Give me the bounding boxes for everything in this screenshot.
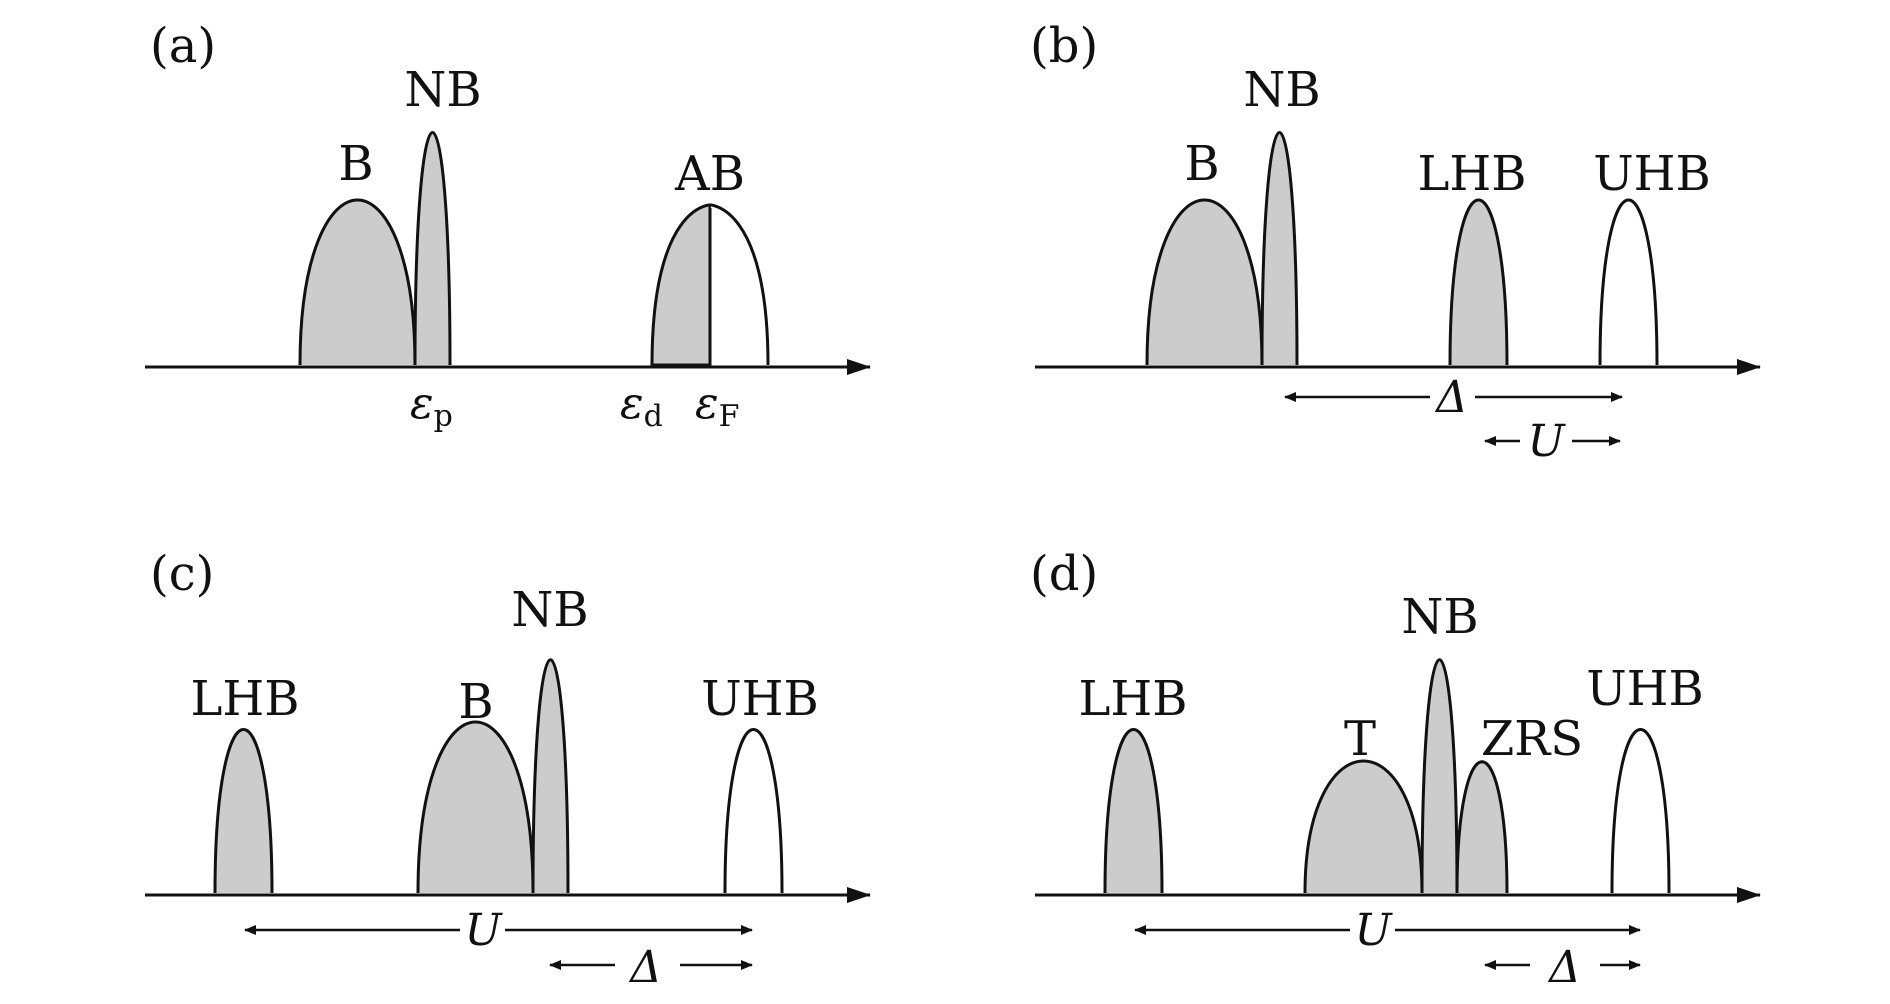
label-zrs: ZRS: [1481, 711, 1583, 767]
epsilon-p-label: εp: [410, 378, 453, 434]
panel-c: (c) LHB B NB UHB U Δ: [145, 546, 871, 993]
band-lhb: [213, 728, 274, 894]
panel-d-tag: (d): [1030, 546, 1098, 602]
label-uhb: UHB: [1593, 146, 1711, 202]
panel-a: (a) B NB AB εp εd εF: [145, 18, 871, 434]
label-t: T: [1344, 711, 1376, 767]
band-b: [1145, 198, 1264, 366]
u-label: U: [1354, 905, 1393, 956]
label-b: B: [338, 136, 373, 192]
band-ab-empty: [709, 203, 770, 366]
label-nb: NB: [1401, 589, 1478, 645]
panel-d: (d) LHB T NB ZRS UHB U Δ: [1030, 546, 1761, 993]
band-nb: [1420, 658, 1459, 894]
delta-label: Δ: [628, 942, 662, 993]
label-ab: AB: [674, 146, 745, 202]
panel-a-tag: (a): [150, 18, 216, 74]
label-lhb: LHB: [190, 671, 299, 727]
panel-c-tag: (c): [150, 546, 214, 602]
band-uhb: [723, 728, 784, 894]
label-b: B: [1184, 136, 1219, 192]
u-label: U: [464, 905, 503, 956]
delta-label: Δ: [1434, 372, 1468, 423]
band-nb: [413, 131, 452, 366]
band-lhb: [1103, 728, 1164, 894]
band-uhb: [1610, 728, 1671, 894]
label-lhb: LHB: [1078, 671, 1187, 727]
label-nb: NB: [1243, 62, 1320, 118]
band-b: [416, 720, 535, 894]
label-b: B: [458, 674, 493, 730]
band-t: [1303, 759, 1424, 894]
band-nb: [531, 658, 570, 894]
band-ab-filled: [650, 203, 712, 367]
label-uhb: UHB: [701, 671, 819, 727]
label-nb: NB: [404, 62, 481, 118]
panel-b: (b) B NB LHB UHB Δ U: [1030, 18, 1761, 467]
band-nb: [1260, 131, 1299, 366]
epsilon-d-label: εd: [620, 378, 663, 434]
band-b: [298, 198, 417, 366]
band-lhb: [1448, 198, 1509, 366]
label-lhb: LHB: [1417, 146, 1526, 202]
band-uhb: [1598, 198, 1659, 366]
label-nb: NB: [511, 582, 588, 638]
label-uhb: UHB: [1586, 661, 1704, 717]
u-label: U: [1527, 416, 1566, 467]
epsilon-f-label: εF: [695, 378, 739, 434]
panel-b-tag: (b): [1030, 18, 1098, 74]
band-zrs: [1455, 760, 1509, 894]
delta-label: Δ: [1547, 942, 1581, 993]
